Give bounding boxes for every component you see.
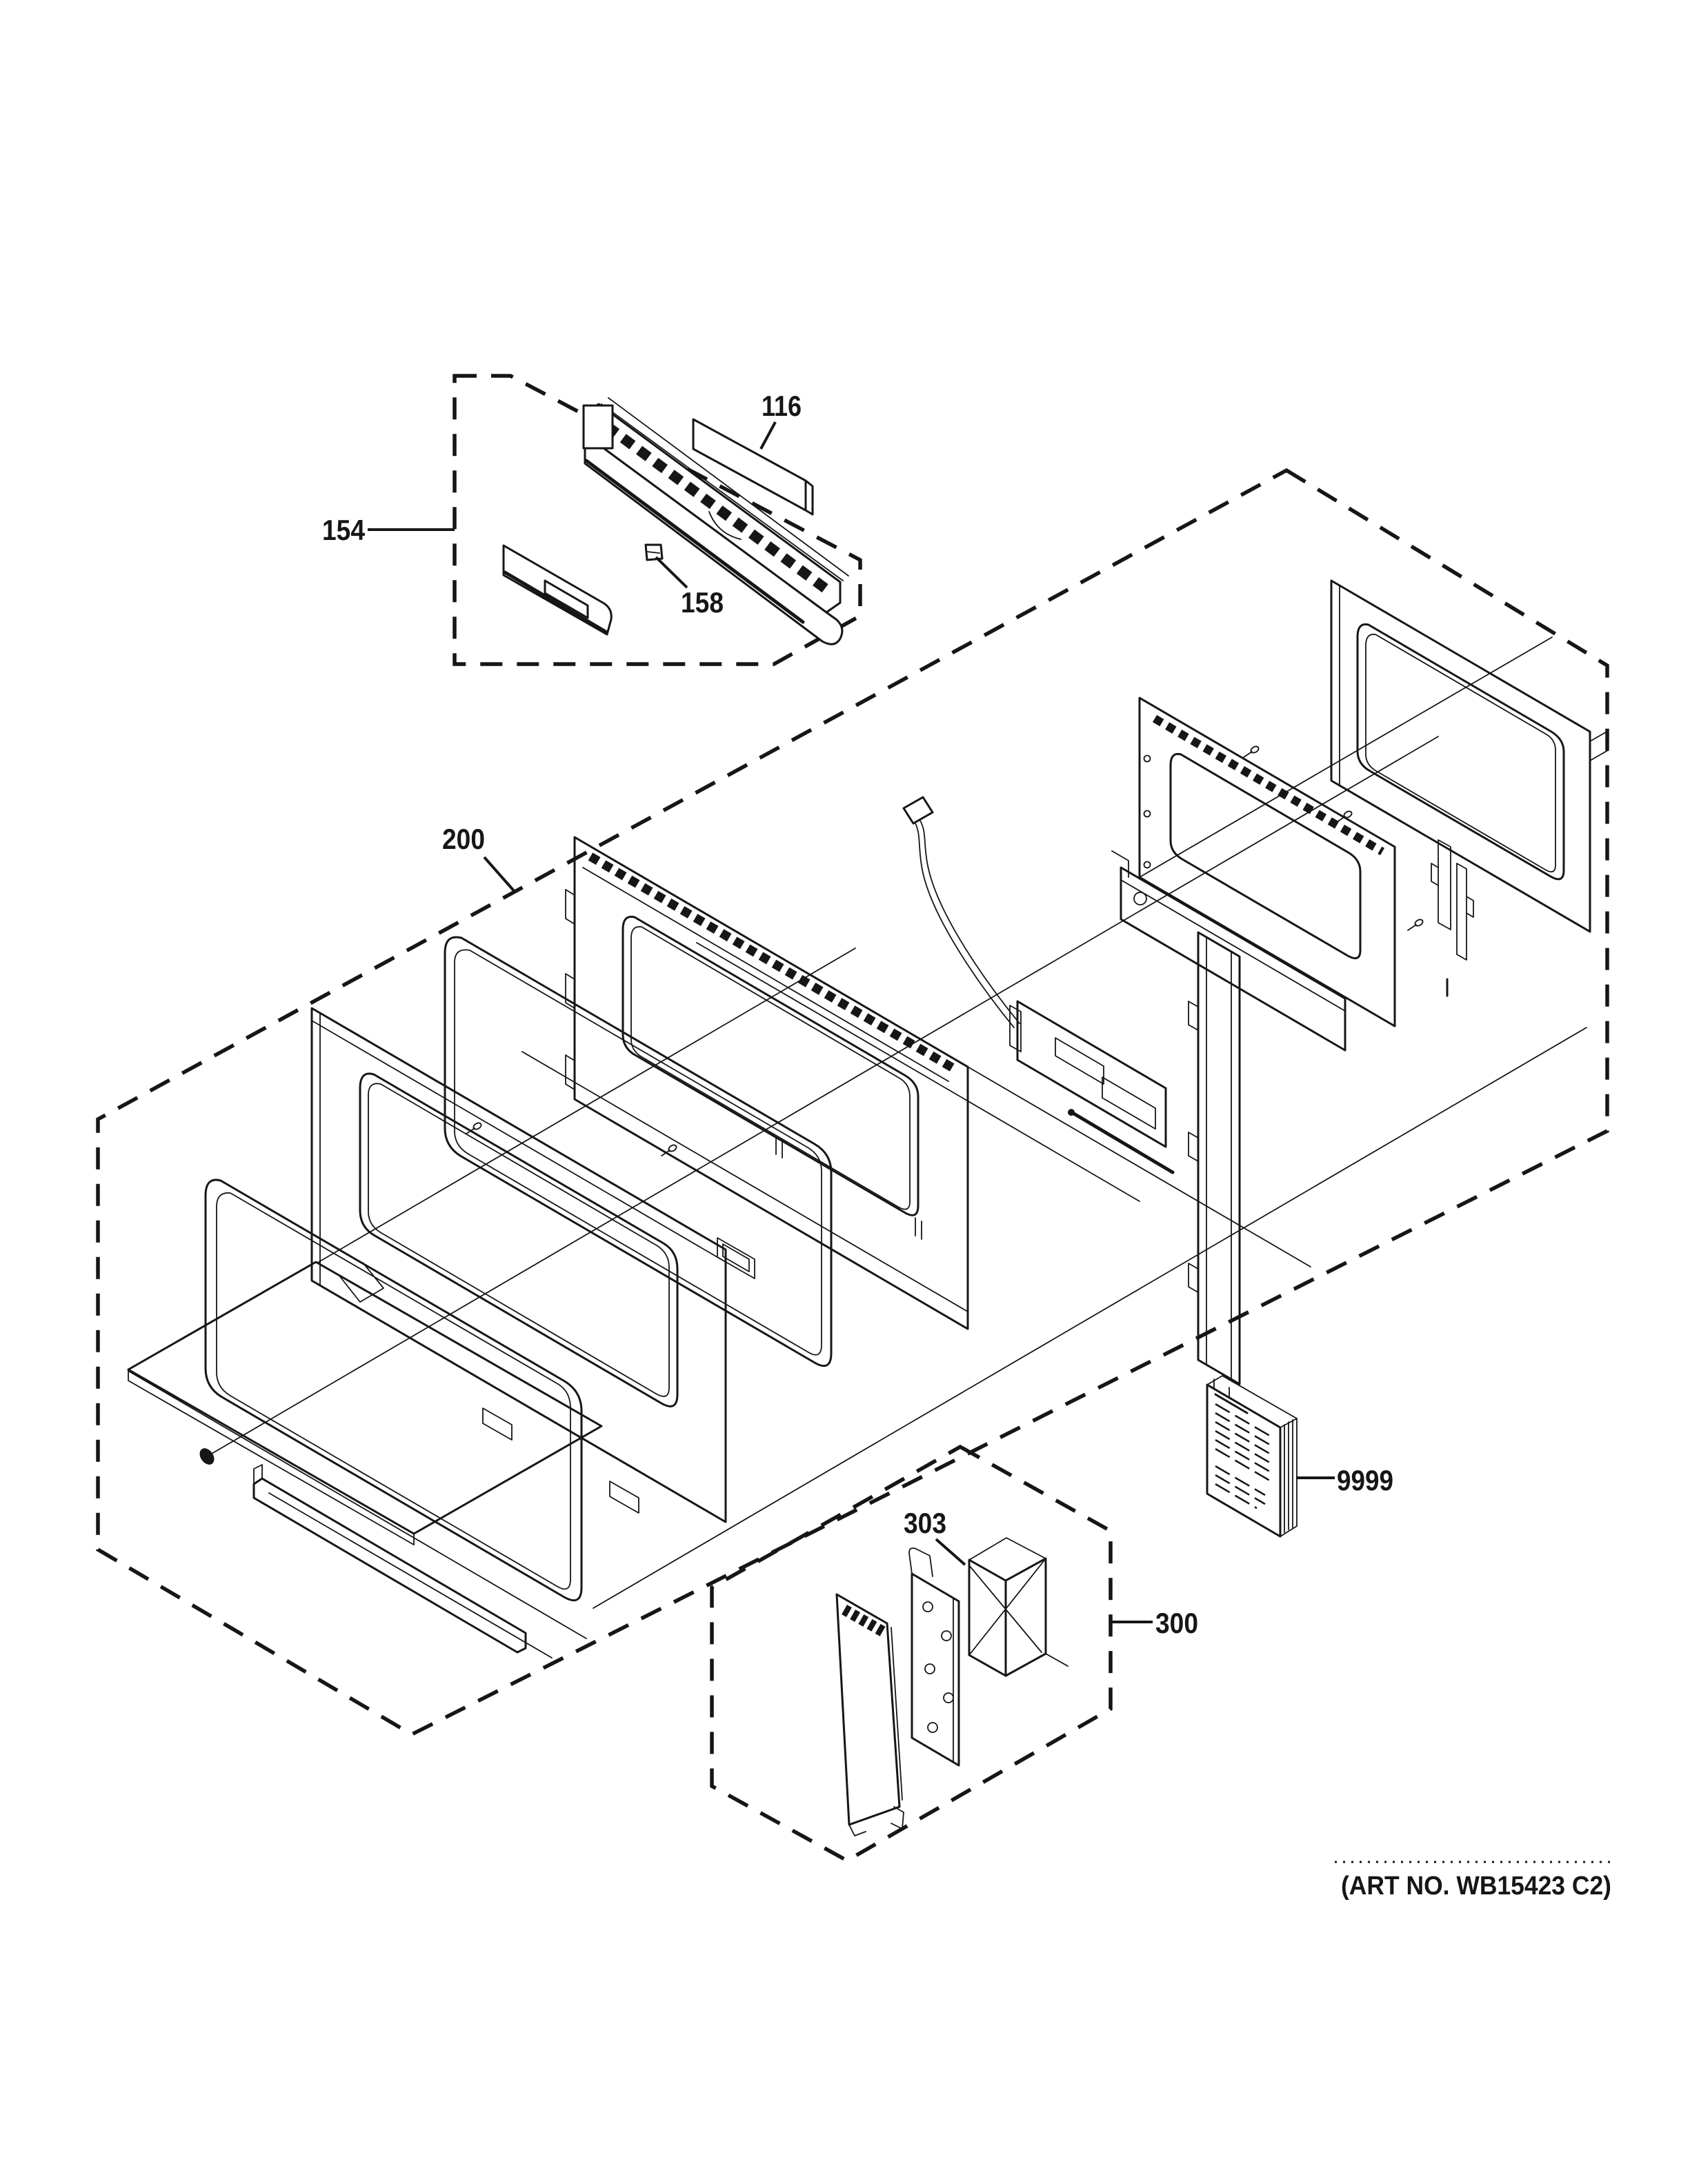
- leader-200: [483, 856, 517, 894]
- callout-200: 200: [442, 823, 485, 855]
- latch-board-bracket: [908, 1547, 960, 1767]
- rear-door-frame: [1330, 579, 1609, 933]
- clip-detail: [646, 551, 660, 554]
- door-choke-glass: [444, 936, 833, 1367]
- alignment-screw-dot-icon: [199, 1448, 215, 1465]
- grille-lower-body: [584, 433, 844, 645]
- callouts: 154 116 158 200 303 300 9999: [322, 390, 1393, 1639]
- actuator-rod-icon: [1068, 1110, 1175, 1174]
- grille-end-cap: [582, 404, 614, 450]
- callout-303: 303: [904, 1507, 946, 1539]
- leader-303: [935, 1538, 966, 1566]
- latch-board-cover: [835, 1593, 904, 1836]
- region-200-group: [96, 468, 1609, 1737]
- leader-116: [759, 421, 777, 450]
- vent-grille-assembly: [582, 397, 849, 645]
- door-interlock-board: [902, 796, 1175, 1174]
- latch-brackets: [1431, 839, 1474, 997]
- gasket-teeth-icon: [588, 852, 956, 1072]
- grille-clip-158: [644, 543, 664, 561]
- door-shield-band: [1111, 850, 1346, 1052]
- interlock-cable-icon: [914, 821, 1015, 1028]
- callout-116: 116: [762, 390, 802, 422]
- screw-icons: [466, 745, 1424, 1156]
- front-door-glass: [204, 1179, 583, 1602]
- cable-connector-icon: [902, 796, 934, 825]
- callout-9999: 9999: [1337, 1464, 1393, 1496]
- deflector-outline: [502, 544, 613, 636]
- manual-text-lines-icon: [1215, 1403, 1274, 1510]
- callout-154: 154: [322, 514, 366, 546]
- grille-deflector-panel: [502, 544, 613, 636]
- alignment-lines-icon: [128, 637, 1587, 1659]
- callout-300: 300: [1155, 1607, 1198, 1639]
- gasket-teeth-icon: [1152, 714, 1385, 856]
- region-200-boundary: [96, 468, 1609, 1737]
- grille-bottom-edge: [584, 459, 805, 624]
- grille-back-edge-icon: [601, 397, 849, 581]
- footer: (ART NO. WB15423 C2): [1335, 1861, 1616, 1901]
- region-154-group: [453, 374, 862, 666]
- grille-mid-bump: [708, 511, 742, 540]
- mica-sheet: [127, 1261, 603, 1545]
- outer-door-panel: [310, 1007, 727, 1523]
- inner-door-panel: [565, 836, 969, 1330]
- art-no-text: (ART NO. WB15423 C2): [1341, 1872, 1611, 1901]
- grille-vent-slots-icon: [604, 421, 831, 595]
- deflector-bottom-edge: [503, 570, 608, 634]
- deflector-slot: [544, 579, 589, 619]
- region-300-group: [710, 1444, 1113, 1863]
- grille-filler-panel: [692, 418, 814, 516]
- callout-158: 158: [681, 586, 724, 619]
- door-latch-rail: [1188, 931, 1241, 1406]
- region-300-boundary: [710, 1444, 1113, 1863]
- smoke-duct-303: [968, 1537, 1068, 1677]
- inner-door-frame: [1138, 697, 1396, 1028]
- region-154-boundary: [453, 374, 862, 666]
- mini-manual-booklet: [1206, 1375, 1298, 1538]
- door-seal-strip: [252, 1464, 527, 1654]
- cover-grille-icon: [842, 1605, 886, 1636]
- interlock-cable-icon: [919, 820, 1020, 1024]
- leader-158: [655, 556, 688, 589]
